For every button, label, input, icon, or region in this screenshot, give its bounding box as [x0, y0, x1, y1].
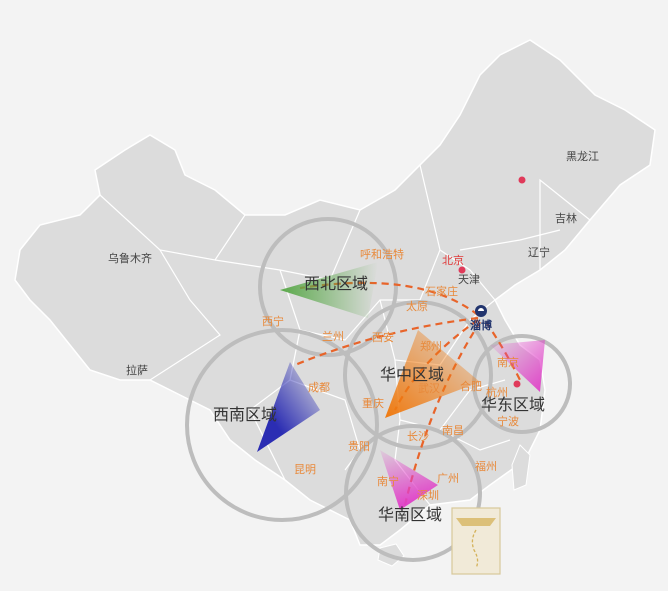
label-wuhan: 武汉 — [418, 382, 440, 395]
ring-central — [343, 300, 493, 450]
label-hefei: 合肥 — [460, 379, 482, 393]
label-nanchang: 南昌 — [442, 424, 464, 437]
label-chengdu: 成都 — [308, 381, 330, 394]
label-lanzhou: 兰州 — [322, 330, 344, 343]
label-urumqi: 乌鲁木齐 — [108, 251, 152, 265]
label-beijing: 北京 — [442, 253, 464, 267]
ring-northwest — [258, 217, 398, 357]
label-nanning: 南宁 — [377, 474, 399, 488]
arrow-south — [380, 450, 438, 510]
label-ningbo: 宁波 — [497, 414, 519, 428]
arrow-central — [385, 330, 480, 418]
label-tianjin: 天津 — [458, 273, 480, 286]
label-shijiazhuang: 石家庄 — [425, 284, 458, 298]
label-jilin: 吉林 — [555, 211, 577, 225]
label-xining: 西宁 — [262, 314, 284, 328]
heilongjiang-dot — [518, 176, 526, 184]
region-label-central: 华中区域 — [380, 365, 444, 384]
label-taiyuan: 太原 — [406, 300, 428, 313]
label-heilongjiang: 黑龙江 — [566, 150, 599, 163]
hub-marker — [475, 305, 487, 317]
region-label-northwest: 西北区域 — [304, 274, 368, 293]
arrow-east — [490, 340, 545, 392]
arrow-southwest — [257, 362, 320, 452]
label-zhengzhou: 郑州 — [420, 339, 442, 353]
label-shenzhen: 深圳 — [417, 489, 439, 502]
label-kunming: 昆明 — [294, 463, 316, 476]
route-east — [485, 321, 521, 381]
label-nanjing: 南京 — [497, 355, 519, 369]
region-label-southwest: 西南区域 — [213, 405, 277, 424]
label-xian: 西安 — [372, 330, 394, 344]
label-hohhot: 呼和浩特 — [360, 247, 404, 261]
hangzhou-dot — [513, 380, 521, 388]
region-label-east: 华东区域 — [481, 395, 545, 414]
route-southwest — [294, 316, 479, 367]
beijing-dot — [458, 266, 466, 274]
region-label-south: 华南区域 — [378, 505, 442, 524]
ring-south — [344, 424, 482, 562]
label-hub: 淄博 — [470, 318, 492, 332]
taiwan-island — [511, 444, 531, 491]
label-changsha: 长沙 — [407, 430, 429, 443]
label-hangzhou: 杭州 — [486, 385, 508, 399]
ring-southwest — [185, 328, 379, 522]
label-liaoning: 辽宁 — [528, 245, 550, 259]
arrow-northwest — [280, 262, 378, 318]
label-guangzhou: 广州 — [437, 472, 459, 485]
south-china-sea-inset — [451, 507, 501, 575]
label-chongqing: 重庆 — [362, 396, 384, 410]
label-lhasa: 拉萨 — [126, 363, 148, 377]
label-fuzhou: 福州 — [475, 459, 497, 473]
label-guiyang: 贵阳 — [348, 440, 370, 453]
